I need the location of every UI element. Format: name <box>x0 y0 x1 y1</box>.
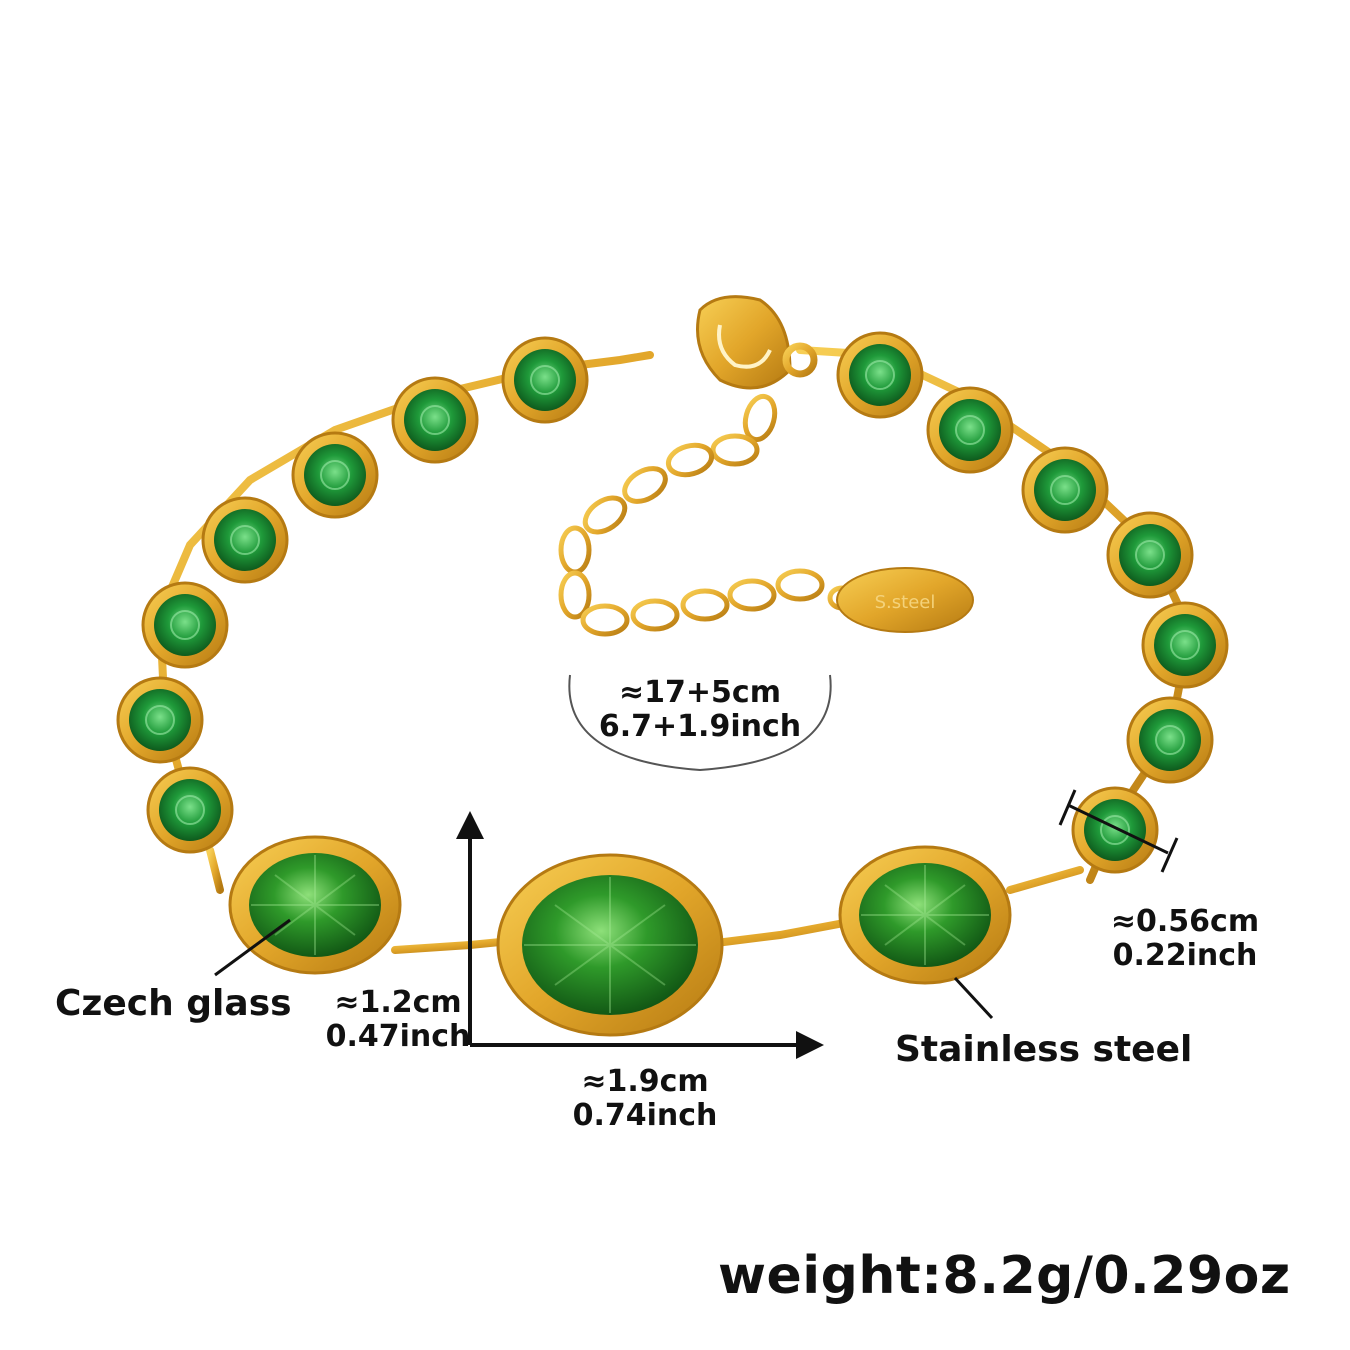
small-stone <box>141 581 229 669</box>
small-stone <box>501 336 589 424</box>
material-stone-label: Czech glass <box>55 983 292 1024</box>
oval-height-inch: 0.47inch <box>325 1019 471 1054</box>
leader-lines <box>214 918 994 1020</box>
dimension-arrows <box>456 811 824 1059</box>
extender-chain <box>558 353 857 637</box>
small-stone-inch: 0.22inch <box>1112 938 1258 973</box>
small-stone <box>1126 696 1214 784</box>
weight-label: weight:8.2g/0.29oz <box>718 1246 1291 1306</box>
small-stones <box>116 331 1229 874</box>
oval-width-inch: 0.74inch <box>572 1098 718 1133</box>
oval-stones <box>228 835 1012 1037</box>
small-stone <box>116 676 204 764</box>
oval-height-label: ≈1.2cm 0.47inch <box>318 986 478 1054</box>
oval-width-cm: ≈1.9cm <box>581 1064 709 1099</box>
small-stone-size-label: ≈0.56cm 0.22inch <box>1100 905 1270 973</box>
length-label: ≈17+5cm 6.7+1.9inch <box>590 676 810 744</box>
oval-stone-left <box>228 835 402 975</box>
small-stone <box>1141 601 1229 689</box>
small-stone <box>201 496 289 584</box>
small-stone-cm: ≈0.56cm <box>1110 904 1260 939</box>
length-inch: 6.7+1.9inch <box>598 709 802 744</box>
length-arc <box>568 674 832 772</box>
small-stone <box>1071 786 1159 874</box>
lobster-clasp <box>696 295 818 390</box>
stone-diameter-marker <box>1058 789 1179 873</box>
small-stone <box>291 431 379 519</box>
oval-width-label: ≈1.9cm 0.74inch <box>560 1065 730 1133</box>
length-cm: ≈17+5cm <box>619 675 781 710</box>
oval-stone-center <box>496 853 724 1037</box>
small-stone <box>1106 511 1194 599</box>
small-stone <box>926 386 1014 474</box>
steel-tag: S.steel <box>836 567 974 633</box>
stainless-steel-leader <box>953 976 994 1020</box>
small-stone <box>391 376 479 464</box>
material-metal-label: Stainless steel <box>895 1029 1193 1070</box>
oval-stone-right <box>838 845 1012 985</box>
small-stone <box>146 766 234 854</box>
small-stone <box>836 331 924 419</box>
oval-height-cm: ≈1.2cm <box>334 985 462 1020</box>
czech-glass-leader <box>214 918 291 977</box>
tag-text: S.steel <box>875 592 936 613</box>
small-stone <box>1021 446 1109 534</box>
